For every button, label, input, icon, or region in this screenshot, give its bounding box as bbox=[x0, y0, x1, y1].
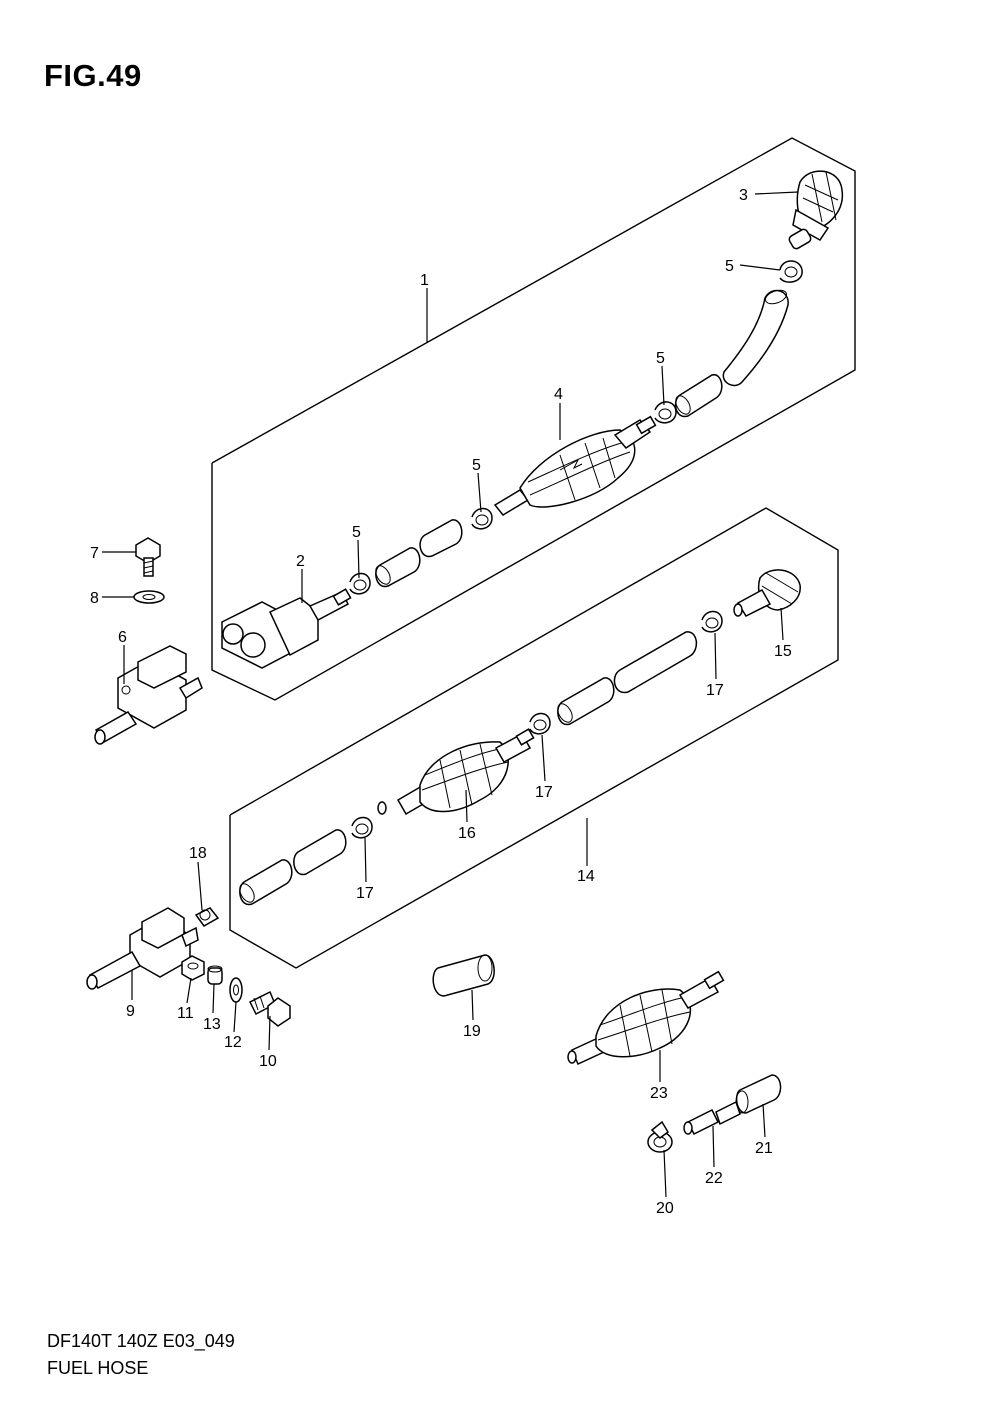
callout-3: 3 bbox=[739, 187, 748, 204]
part-2-connector bbox=[221, 588, 352, 669]
part-16-primer-bulb bbox=[377, 728, 535, 816]
part-1-hose-segment-a bbox=[674, 374, 723, 418]
part-7-bolt bbox=[135, 537, 161, 577]
callout-1: 1 bbox=[420, 272, 429, 289]
part-15-tank-connector bbox=[733, 569, 801, 617]
part-18-clip bbox=[194, 907, 220, 927]
callout-5c: 5 bbox=[472, 457, 481, 474]
assembly-14-frame bbox=[229, 507, 839, 969]
part-3-connector bbox=[788, 170, 844, 250]
assembly-1-frame bbox=[211, 137, 856, 701]
callout-8: 8 bbox=[90, 590, 99, 607]
part-22-nipple bbox=[683, 1100, 741, 1136]
callout-17a: 17 bbox=[706, 682, 724, 699]
part-1-curved-hose bbox=[722, 289, 789, 387]
callout-17c: 17 bbox=[356, 885, 374, 902]
part-19-hose bbox=[432, 954, 495, 997]
part-6-fitting bbox=[94, 645, 203, 745]
part-4-primer-bulb bbox=[493, 415, 657, 516]
part-8-washer bbox=[133, 590, 165, 604]
callout-10: 10 bbox=[259, 1053, 277, 1070]
part-21-hose bbox=[735, 1074, 782, 1114]
part-1-hose-segment-c bbox=[375, 547, 421, 588]
callout-16: 16 bbox=[458, 825, 476, 842]
callout-12: 12 bbox=[224, 1034, 242, 1051]
part-10-bolt bbox=[248, 990, 291, 1027]
figure-code: DF140T 140Z E03_049 bbox=[47, 1331, 235, 1351]
callout-21: 21 bbox=[755, 1140, 773, 1157]
part-5-clip-top bbox=[779, 260, 803, 283]
callout-6: 6 bbox=[118, 629, 127, 646]
callout-13: 13 bbox=[203, 1016, 221, 1033]
figure-title: FIG.49 bbox=[44, 58, 142, 93]
callout-23: 23 bbox=[650, 1085, 668, 1102]
callout-7: 7 bbox=[90, 545, 99, 562]
callout-22: 22 bbox=[705, 1170, 723, 1187]
callout-5d: 5 bbox=[352, 524, 361, 541]
part-14-hose-segment-c bbox=[293, 829, 347, 876]
part-14-hose-segment-b bbox=[557, 677, 615, 726]
figure-name: FUEL HOSE bbox=[47, 1358, 149, 1378]
part-9-fitting bbox=[86, 907, 199, 990]
callout-19: 19 bbox=[463, 1023, 481, 1040]
part-17-clip-b bbox=[529, 712, 551, 735]
callout-4: 4 bbox=[554, 386, 563, 403]
part-5-clip-b bbox=[654, 401, 677, 424]
callout-14: 14 bbox=[577, 868, 595, 885]
part-5-clip-d bbox=[349, 572, 371, 595]
callout-18: 18 bbox=[189, 845, 207, 862]
callout-20: 20 bbox=[656, 1200, 674, 1217]
part-17-clip-c bbox=[351, 816, 373, 839]
part-14-hose-segment-a bbox=[613, 631, 698, 694]
part-1-hose-segment-b bbox=[419, 519, 463, 558]
part-5-clip-c bbox=[471, 507, 493, 530]
callout-5a: 5 bbox=[725, 258, 734, 275]
callout-5b: 5 bbox=[656, 350, 665, 367]
part-14-hose-segment-d bbox=[239, 859, 293, 906]
leader-lines bbox=[102, 191, 799, 1198]
callout-17b: 17 bbox=[535, 784, 553, 801]
part-17-clip-a bbox=[701, 610, 723, 633]
callout-labels: 1 2 3 4 5 5 5 5 6 7 8 9 10 11 12 13 14 1… bbox=[90, 187, 792, 1217]
part-23-primer-bulb bbox=[567, 970, 725, 1066]
part-11-nut bbox=[181, 955, 205, 981]
callout-11: 11 bbox=[177, 1005, 194, 1022]
part-20-clamp bbox=[647, 1120, 673, 1153]
callout-2: 2 bbox=[296, 553, 305, 570]
callout-15: 15 bbox=[774, 643, 792, 660]
part-12-washer bbox=[229, 977, 243, 1003]
callout-9: 9 bbox=[126, 1003, 135, 1020]
part-13-collar bbox=[207, 965, 223, 985]
